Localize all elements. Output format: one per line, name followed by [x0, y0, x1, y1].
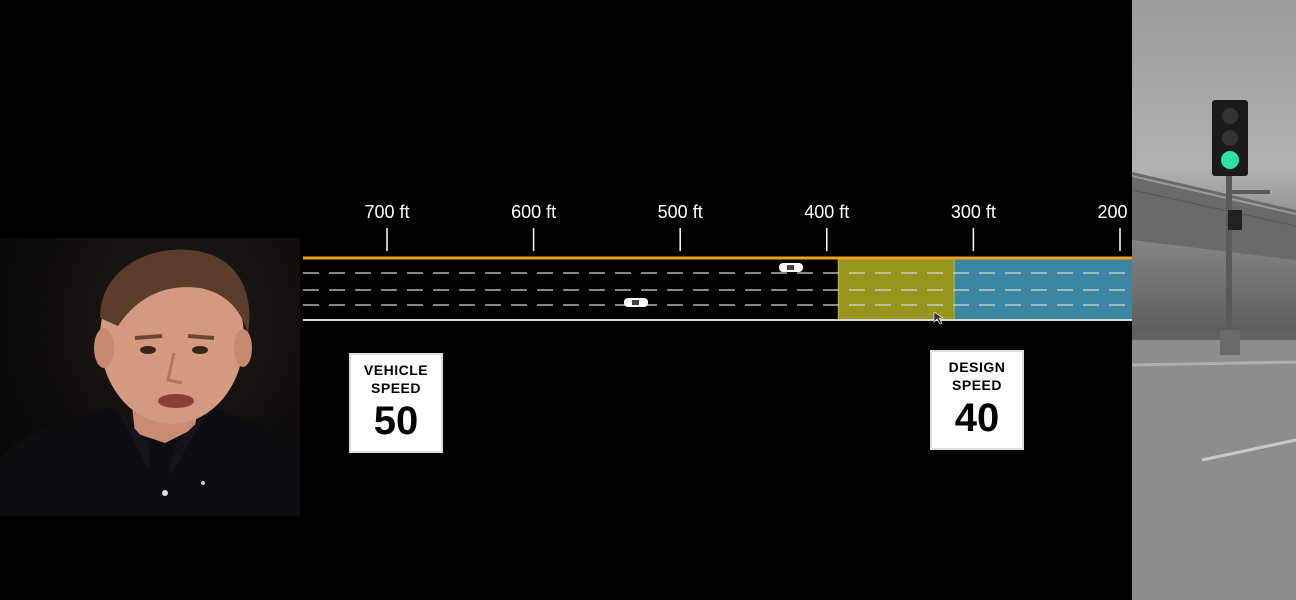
- car-icon: [779, 263, 803, 272]
- design-speed-label-1: DESIGN: [948, 359, 1006, 375]
- tick-label-500: 500 ft: [657, 202, 703, 222]
- vehicle-speed-sign: VEHICLE SPEED 50: [349, 353, 443, 453]
- design-speed-label-2: SPEED: [952, 377, 1002, 393]
- design-speed-value: 40: [954, 396, 1000, 440]
- vehicle-speed-label-2: SPEED: [371, 380, 421, 396]
- tick-label-300: 300 ft: [950, 202, 996, 222]
- tick-label-700: 700 ft: [364, 202, 410, 222]
- lane-lines: [303, 272, 1296, 306]
- yellow-zone: [837, 257, 956, 321]
- car-icon: [624, 298, 648, 307]
- tick-label-200: 200 ft: [1097, 202, 1143, 222]
- scale-ticks: [386, 228, 1268, 251]
- vehicle-speed-value: 50: [373, 399, 419, 443]
- presenter-figure: [0, 249, 300, 516]
- traffic-light-icon: [1212, 100, 1248, 176]
- design-speed-sign: DESIGN SPEED 40: [930, 350, 1024, 450]
- mouse-cursor: [933, 311, 944, 325]
- tick-label-400: 400 ft: [804, 202, 850, 222]
- intersection-scene: [1132, 100, 1296, 600]
- presenter-video: [0, 238, 300, 516]
- intersection-photo: [1132, 0, 1296, 600]
- tick-label-600: 600 ft: [511, 202, 557, 222]
- vehicle-speed-label-1: VEHICLE: [363, 362, 429, 378]
